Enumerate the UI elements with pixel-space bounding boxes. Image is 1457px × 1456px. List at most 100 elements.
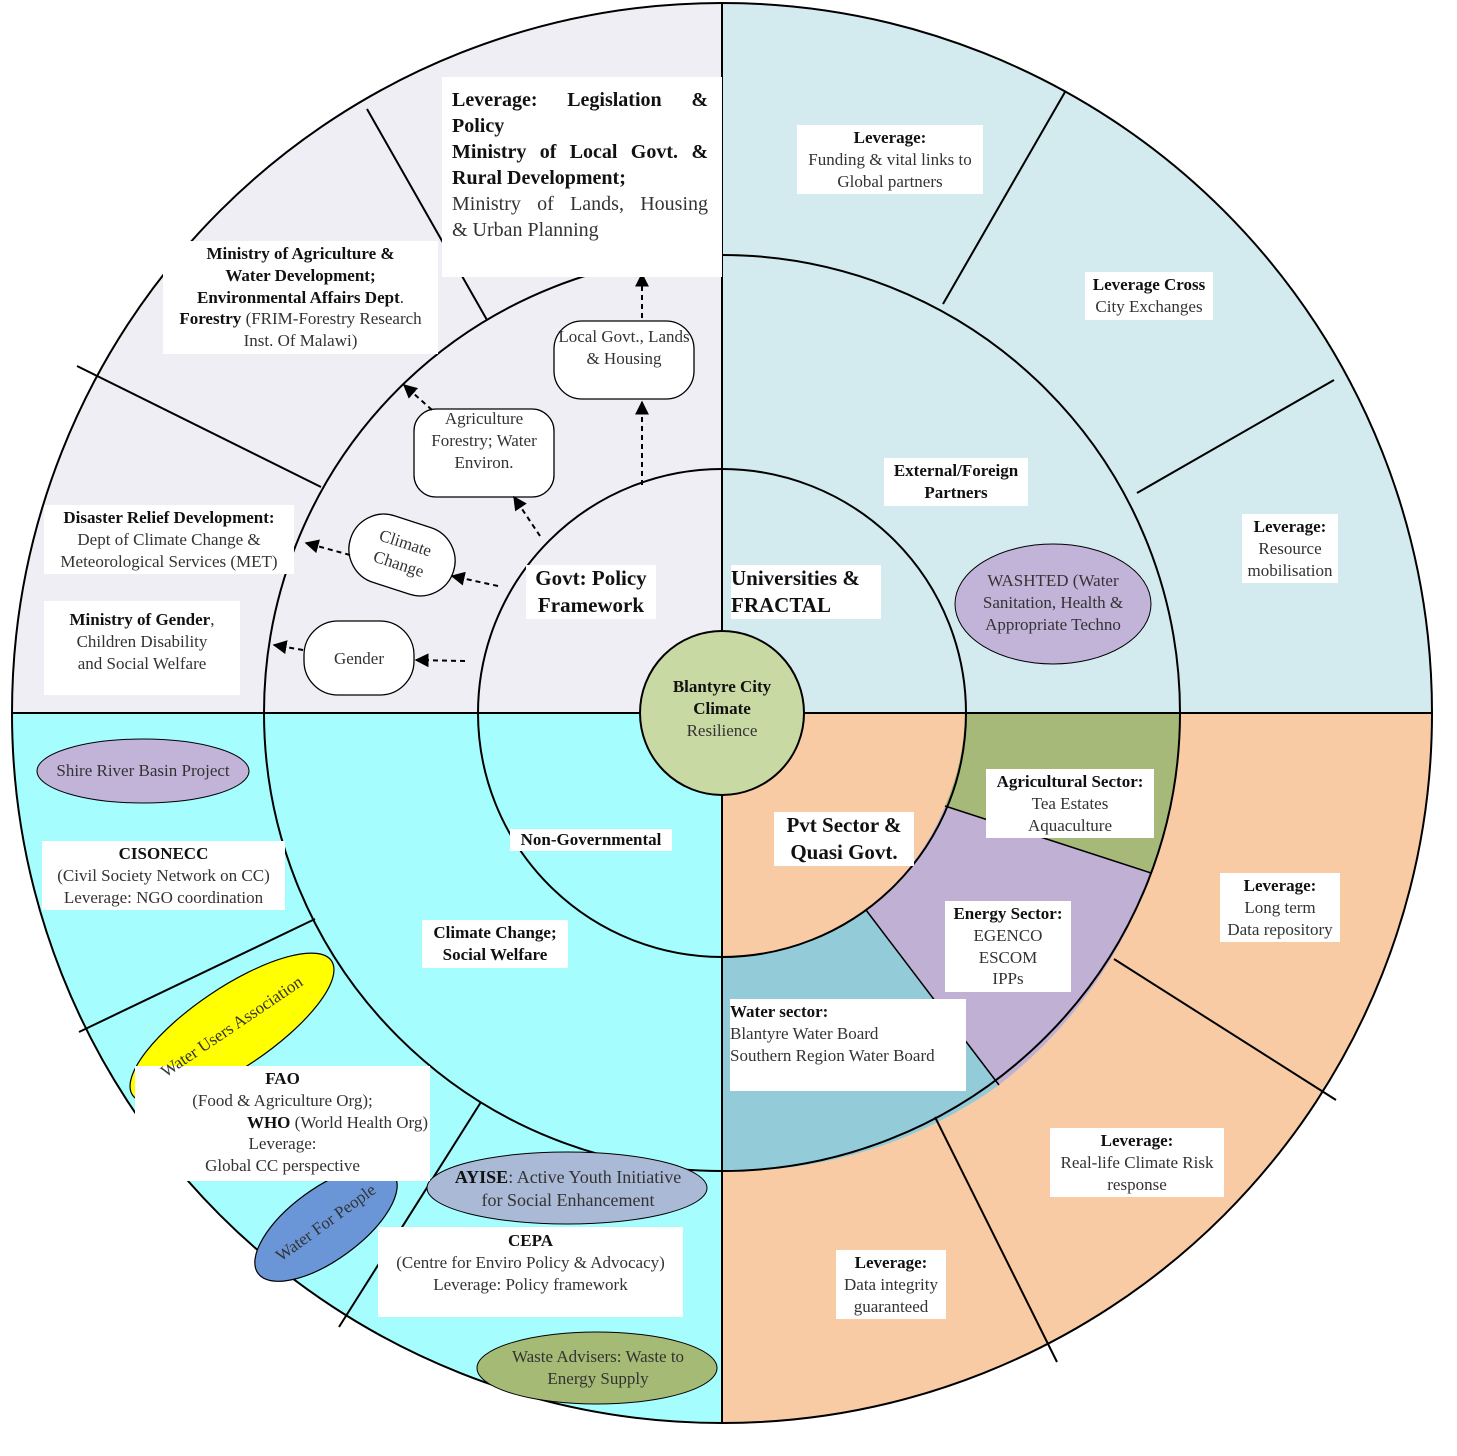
funding-box: Leverage: Funding & vital links to Globa… [797, 125, 983, 195]
govt-title: Govt: Policy Framework [526, 565, 656, 619]
water-users-ellipse [129, 952, 335, 1104]
energy-line-1: Energy Sector: [953, 904, 1063, 923]
legislation-line-3: Ministry of Local Govt. & [452, 141, 708, 163]
gender-node [303, 620, 415, 696]
local-govt-node [553, 320, 695, 400]
legislation-line-6: & Urban Planning [452, 219, 599, 241]
cepa-line-2: (Centre for Enviro Policy & Advocacy) [396, 1252, 665, 1272]
real-life-box: Leverage: Real-life Climate Risk respons… [1050, 1128, 1224, 1198]
cisonecc-line-2: (Civil Society Network on CC) [57, 865, 270, 885]
cisonecc-line-1: CISONECC [118, 844, 209, 863]
gender-ministry-box: Ministry of Gender, Children Disability … [44, 601, 240, 695]
agri-line-3: Environmental Affairs Dept [197, 287, 400, 307]
fao-line-5: Global CC perspective [205, 1156, 360, 1175]
water-sector-line-3: Southern Region Water Board [730, 1045, 935, 1065]
washted-line-2: Sanitation, Health & [982, 592, 1124, 612]
real-life-line-3: response [1107, 1174, 1167, 1194]
waste-line-1: Waste Advisers: Waste to [511, 1347, 685, 1366]
ayise-line-2: for Social Enhancement [481, 1190, 655, 1211]
cepa-line-3: Leverage: Policy framework [433, 1274, 628, 1294]
disaster-line-2: Dept of Climate Change & [77, 529, 261, 549]
cisonecc-box: CISONECC (Civil Society Network on CC) L… [42, 841, 285, 911]
long-term-box: Leverage: Long term Data repository [1220, 873, 1340, 943]
external-line-1: External/Foreign [893, 461, 1019, 480]
fao-line-3: WHO [246, 1112, 291, 1132]
fao-line-2: (Food & Agriculture Org); [192, 1090, 373, 1110]
climate-social-line-1: Climate Change; [433, 923, 557, 942]
funding-line-3: Global partners [837, 171, 943, 191]
agri-line-4-rest: (FRIM-Forestry Research [241, 309, 422, 329]
cross-line-1: Leverage Cross [1092, 275, 1206, 294]
agriculture-label: Agriculture Forestry; Water Environ. [431, 409, 537, 472]
external-line-2: Partners [924, 482, 988, 502]
integrity-box: Leverage: Data integrity guaranteed [836, 1250, 946, 1320]
washted-ellipse [954, 543, 1152, 665]
gender-min-line-1: Ministry of Gender [69, 610, 211, 629]
climate-change-node [348, 513, 456, 597]
washted-label: WASHTED (Water Sanitation, Health & Appr… [960, 570, 1146, 635]
center-label: Blantyre City Climate Resilience [652, 676, 792, 741]
legislation-line-1: Leverage: Legislation & [452, 89, 708, 111]
water-sector-line-2: Blantyre Water Board [730, 1023, 879, 1043]
ayise-ellipse [426, 1151, 708, 1225]
resource-line-1: Leverage: [1253, 517, 1327, 536]
legislation-line-2: Policy [452, 115, 505, 137]
washted-line-3: Appropriate Techno [985, 614, 1121, 634]
fao-line-1: FAO [265, 1069, 300, 1088]
climate-social-box: Climate Change; Social Welfare [422, 920, 568, 968]
energy-line-4: IPPs [992, 969, 1024, 989]
cross-city-box: Leverage Cross City Exchanges [1085, 272, 1213, 320]
pvt-title: Pvt Sector & Quasi Govt. [774, 812, 914, 866]
center-subtitle: Resilience [686, 720, 758, 740]
external-partners-box: External/Foreign Partners [884, 458, 1028, 506]
washted-line-1: WASHTED (Water [987, 571, 1119, 590]
agri-ministry-box: Ministry of Agriculture & Water Developm… [163, 241, 438, 354]
agri-line-4: Forestry [179, 309, 242, 329]
cepa-box: CEPA (Centre for Enviro Policy & Advocac… [378, 1227, 683, 1317]
legislation-line-4: Rural Development; [452, 167, 626, 189]
water-sector-line-1: Water sector: [730, 1002, 829, 1021]
cisonecc-line-3: Leverage: NGO coordination [63, 887, 264, 907]
local-govt-label: Local Govt., Lands & Housing [558, 327, 690, 368]
ayise-line-1: AYISE [454, 1167, 509, 1187]
ayise-line-1-rest: : Active Youth Initiative [508, 1167, 682, 1187]
funding-line-1: Leverage: [853, 128, 927, 147]
funding-line-2: Funding & vital links to [808, 149, 972, 169]
universities-title: Universities & FRACTAL [731, 565, 881, 619]
climate-social-line-2: Social Welfare [442, 944, 548, 964]
integrity-line-3: guaranteed [853, 1296, 929, 1316]
waste-line-2: Energy Supply [547, 1368, 649, 1388]
integrity-line-2: Data integrity [844, 1274, 938, 1294]
energy-line-2: EGENCO [973, 925, 1043, 945]
agri-line-5: Inst. Of Malawi) [243, 331, 358, 350]
ngo-title: Non-Governmental [510, 829, 672, 851]
legislation-box: Leverage: Legislation & Policy Ministry … [442, 77, 722, 277]
ayise-label: AYISE: Active Youth Initiative for Socia… [430, 1166, 706, 1212]
resource-line-2: Resource [1258, 538, 1322, 558]
agri-line-2: Water Development; [225, 265, 376, 285]
center-title: Blantyre City Climate [672, 677, 772, 718]
resource-line-3: mobilisation [1247, 560, 1333, 580]
shire-label: Shire River Basin Project [56, 761, 230, 780]
fao-line-3-rest: (World Health Org) [290, 1112, 428, 1132]
agri-line-1: Ministry of Agriculture & [206, 244, 395, 263]
legislation-line-5: Ministry of Lands, Housing [452, 193, 708, 215]
agri-line-3-dot: . [399, 287, 404, 307]
waste-ellipse [476, 1331, 718, 1405]
gender-label: Gender [333, 649, 385, 668]
gender-min-line-3: and Social Welfare [77, 653, 207, 673]
real-life-line-1: Leverage: [1100, 1131, 1174, 1150]
real-life-line-2: Real-life Climate Risk [1060, 1152, 1214, 1172]
gender-min-line-2: Children Disability [76, 631, 208, 651]
agriculture-node [413, 408, 555, 498]
gender-min-comma: , [210, 610, 215, 629]
long-term-line-3: Data repository [1227, 919, 1333, 939]
disaster-line-1: Disaster Relief Development: [63, 508, 275, 527]
fao-box: FAO (Food & Agriculture Org); WHO (World… [135, 1066, 430, 1181]
waste-label: Waste Advisers: Waste to Energy Supply [488, 1346, 708, 1390]
agri-sector-line-1: Agricultural Sector: [996, 772, 1144, 791]
cepa-line-1: CEPA [507, 1231, 553, 1250]
disaster-line-3: Meteorological Services (MET) [60, 551, 278, 571]
cross-line-2: City Exchanges [1095, 296, 1203, 316]
integrity-line-1: Leverage: [854, 1253, 928, 1272]
